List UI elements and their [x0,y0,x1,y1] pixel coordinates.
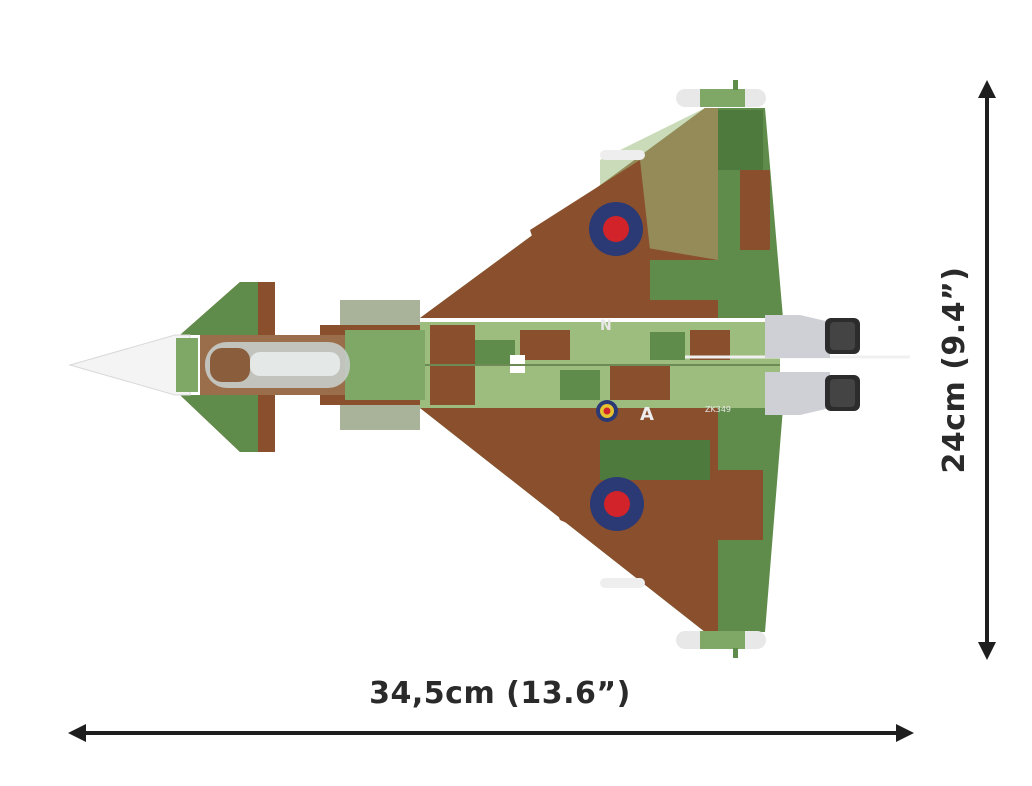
fuselage-letter: A [640,404,654,425]
serial-marking: ZK349 [705,405,731,414]
fuselage: A ZK349 N [68,300,910,430]
lower-wing [420,408,783,658]
width-dimension-label: 34,5cm (13.6”) [369,676,631,711]
height-dimension-label: 24cm (9.4”) [937,266,972,474]
height-dimension-arrow [978,80,996,660]
width-dimension-arrow [68,724,914,742]
canards [180,282,275,452]
upper-wing [420,80,783,318]
engine-nozzles [765,315,860,415]
nose-cone [68,334,191,396]
tail-code: N [600,318,612,334]
